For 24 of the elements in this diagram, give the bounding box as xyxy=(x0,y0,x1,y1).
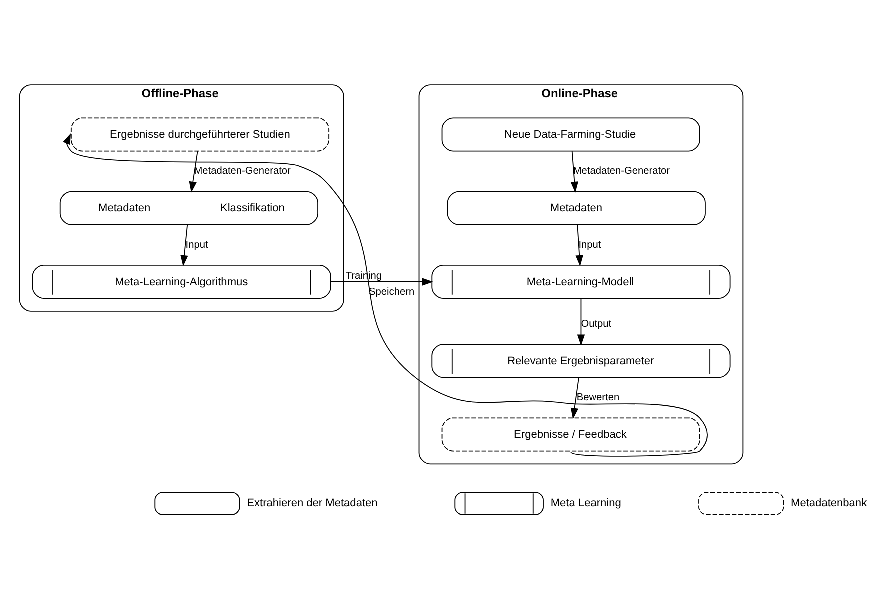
legend-label: Metadatenbank xyxy=(791,497,868,510)
legend-label: Extrahieren der Metadaten xyxy=(247,497,378,510)
node-box: Metadaten xyxy=(447,190,706,225)
edge-label: Metadaten-Generator xyxy=(573,166,670,177)
arrow xyxy=(180,224,188,266)
edge-label: Bewerten xyxy=(576,392,620,404)
arrow xyxy=(330,278,434,286)
legend-label: Meta Learning xyxy=(550,497,622,510)
arrow xyxy=(189,150,198,192)
node-box: Metadaten Klassifikation xyxy=(60,190,318,225)
edge-label: Input xyxy=(578,239,602,250)
node-box: Ergebnisse / Feedback xyxy=(442,417,700,452)
edge-label: Metadaten-Generator xyxy=(194,166,291,177)
node-box: Meta-Learning-Modell xyxy=(432,264,731,298)
node-box: Meta-Learning-Algorithmus xyxy=(32,264,332,298)
arrow xyxy=(570,150,579,192)
arrow xyxy=(576,224,584,266)
node-box: Relevante Ergebnisparameter xyxy=(432,344,731,378)
arrow xyxy=(577,298,586,346)
edge-label: Output xyxy=(581,318,612,330)
arrow xyxy=(570,377,580,419)
node-box: Ergebnisse durchgeführterer Studien xyxy=(70,117,330,152)
edge-label: Input xyxy=(186,239,208,250)
node-box: Neue Data-Farming-Studie xyxy=(442,117,700,152)
